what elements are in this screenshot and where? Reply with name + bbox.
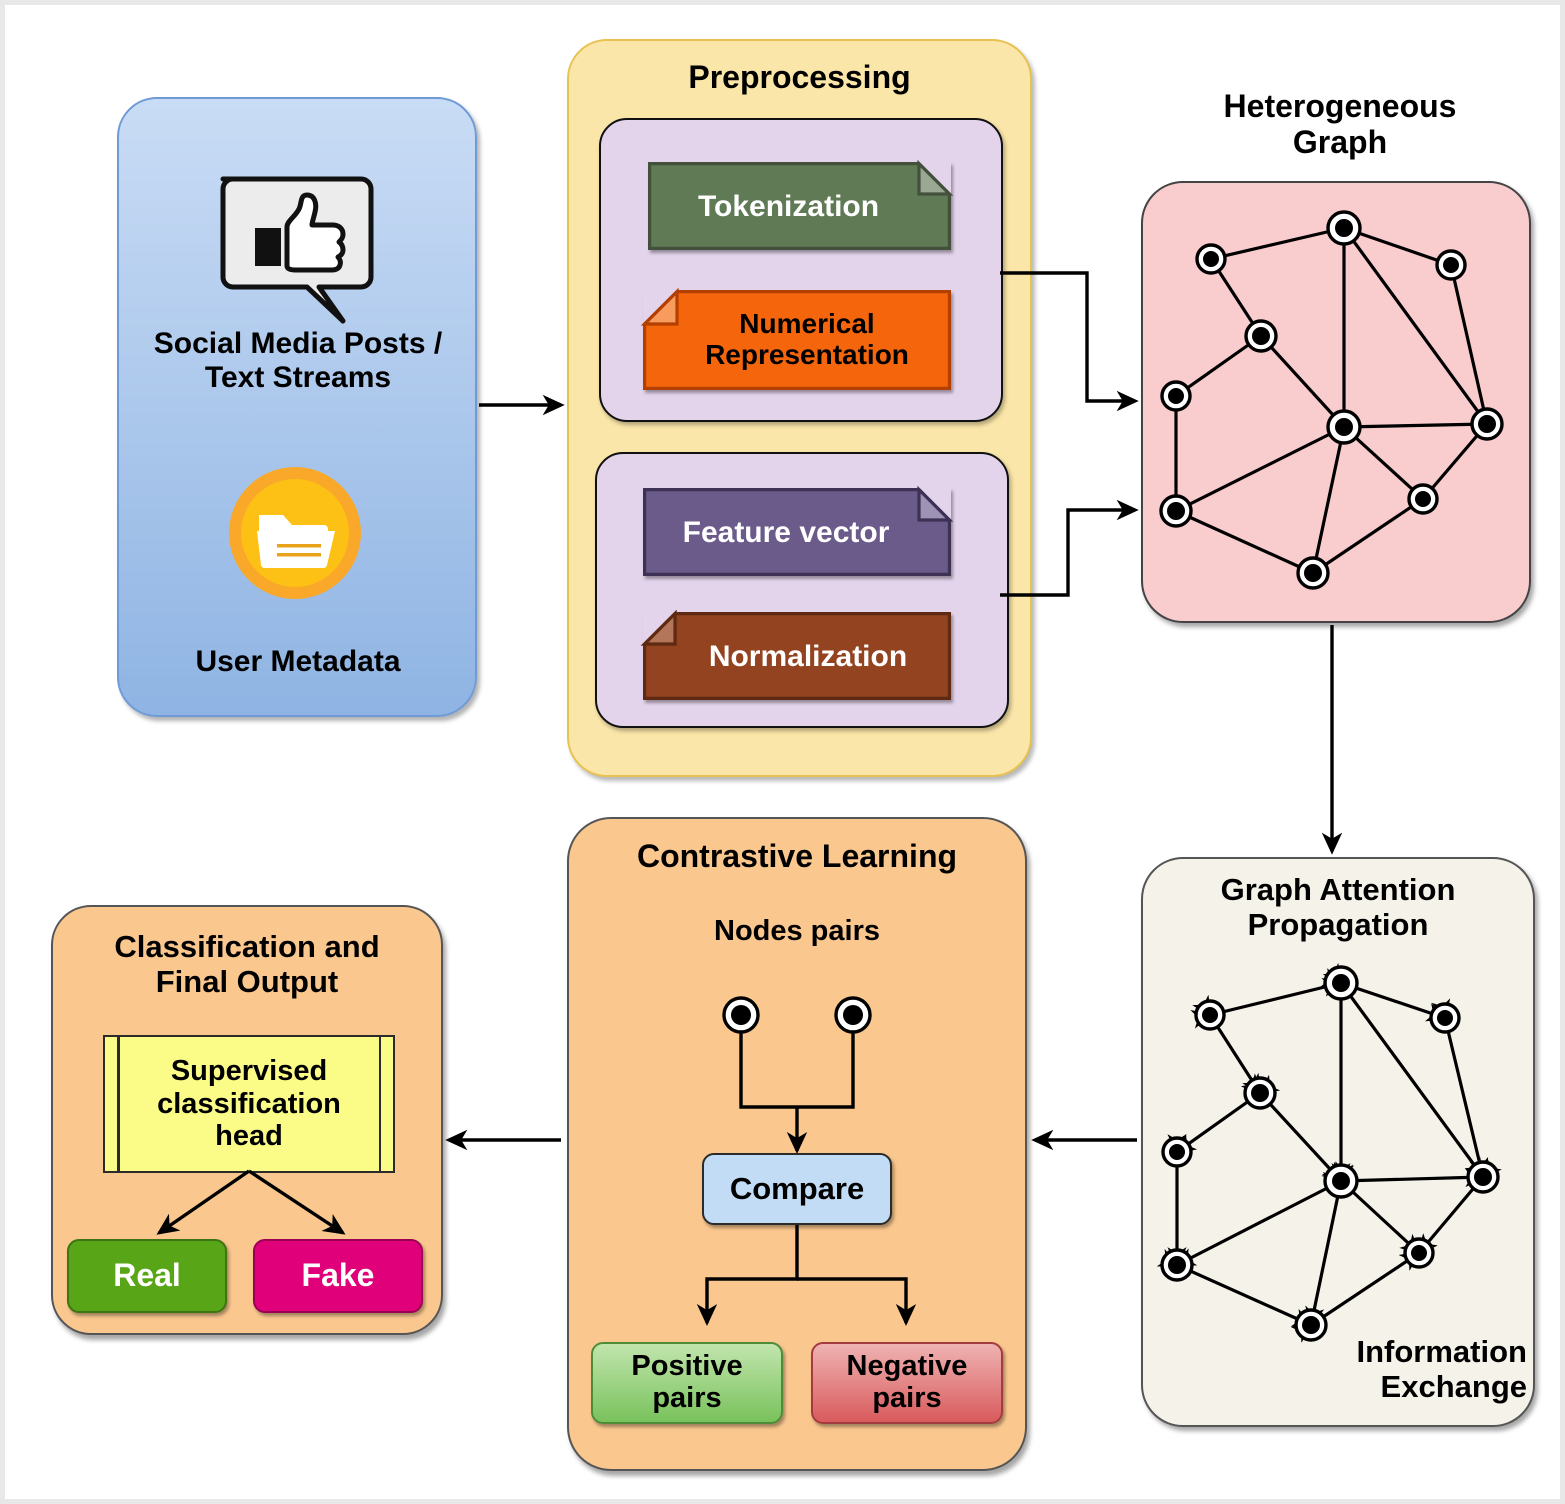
folder-icon xyxy=(229,467,361,599)
classification-title-line2: Final Output xyxy=(155,963,339,999)
gat-title-line2: Propagation xyxy=(1247,906,1429,942)
het-title-line2: Graph xyxy=(1292,123,1388,160)
head-right-rule xyxy=(378,1037,381,1171)
negative-pairs-line2: pairs xyxy=(872,1382,942,1414)
classification-branch-connectors xyxy=(156,1169,346,1235)
supervised-classification-head-box: Supervised classification head xyxy=(103,1035,395,1173)
classification-title: Classification and Final Output xyxy=(55,929,439,999)
social-media-posts-label: Social Media Posts / Text Streams xyxy=(123,327,473,394)
compare-split-connectors xyxy=(696,1225,917,1327)
info-exchange-line2: Exchange xyxy=(1380,1368,1527,1404)
real-output-box: Real xyxy=(67,1239,227,1313)
numerical-line2: Representation xyxy=(705,339,909,370)
feature-vector-shape xyxy=(643,485,954,576)
supervised-classification-head-label: Supervised classification head xyxy=(123,1037,375,1171)
fake-output-box: Fake xyxy=(253,1239,423,1313)
head-line1: Supervised xyxy=(170,1055,328,1088)
feature-vector-note: Feature vector xyxy=(643,485,954,576)
gat-nodes xyxy=(1160,965,1500,1342)
preprocessing-title: Preprocessing xyxy=(688,59,911,95)
connector-preprocessing-a-to-graph xyxy=(1000,271,1139,412)
classification-title-line1: Classification and xyxy=(114,929,380,964)
tokenization-label: Tokenization xyxy=(697,189,880,223)
graph-attention-title: Graph Attention Propagation xyxy=(1145,872,1531,942)
negative-pairs-box: Negative pairs xyxy=(811,1342,1003,1424)
numerical-representation-shape xyxy=(640,287,951,390)
posts-label-line1: Social Media Posts / xyxy=(153,327,443,360)
head-line2: classification xyxy=(157,1087,341,1120)
gat-title-line1: Graph Attention xyxy=(1220,872,1456,907)
normalization-label: Normalization xyxy=(708,639,908,673)
normalization-shape xyxy=(640,609,951,700)
info-exchange-line1: Information xyxy=(1356,1334,1528,1369)
graph-attention-edges xyxy=(1156,962,1502,1343)
user-metadata-label: User Metadata xyxy=(195,645,401,678)
positive-pairs-line1: Positive xyxy=(631,1350,743,1383)
feature-vector-label: Feature vector xyxy=(682,515,890,549)
tokenization-shape xyxy=(648,159,954,250)
compare-box: Compare xyxy=(702,1153,892,1225)
head-line3: head xyxy=(215,1120,283,1153)
tokenization-note: Tokenization xyxy=(648,159,954,250)
connector-preprocessing-b-to-graph xyxy=(1000,499,1139,597)
numerical-line1: Numerical xyxy=(739,308,875,340)
het-title-line1: Heterogeneous xyxy=(1223,88,1457,124)
negative-pairs-line1: Negative xyxy=(846,1350,968,1383)
head-left-rule xyxy=(117,1037,120,1171)
heterogeneous-graph-edges xyxy=(1159,210,1504,590)
panel-connectors xyxy=(445,271,1343,1151)
graph-nodes xyxy=(1159,210,1504,590)
positive-pairs-box: Positive pairs xyxy=(591,1342,783,1424)
positive-pairs-line2: pairs xyxy=(652,1382,722,1414)
numerical-representation-note: Numerical Representation xyxy=(640,287,951,390)
contrastive-learning-title: Contrastive Learning xyxy=(636,838,958,874)
information-exchange-caption: Information Exchange xyxy=(1265,1334,1528,1404)
posts-label-line2: Text Streams xyxy=(204,360,392,394)
thumbs-up-speech-bubble-icon xyxy=(220,176,374,324)
heterogeneous-graph-title: Heterogeneous Graph xyxy=(1155,88,1525,161)
contrastive-flow-connectors xyxy=(722,996,872,1155)
normalization-note: Normalization xyxy=(640,609,951,700)
numerical-representation-label: Numerical Representation xyxy=(643,290,951,390)
nodes-pairs-label: Nodes pairs xyxy=(714,915,880,947)
